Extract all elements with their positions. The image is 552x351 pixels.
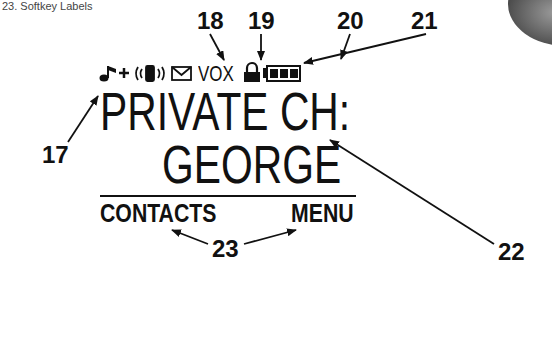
device-knob: [508, 0, 552, 46]
softkey-separator: [100, 195, 356, 197]
vox-indicator: VOX: [198, 63, 234, 85]
ringer-icon: [100, 66, 130, 82]
callout-number: 17: [42, 143, 69, 167]
caption-fragment: 23. Softkey Labels: [2, 1, 93, 12]
leader-arrows: [68, 34, 494, 244]
softkey-label: MENU: [291, 201, 354, 226]
message-icon: [172, 67, 191, 80]
callout-number: 21: [411, 9, 438, 33]
callout-number: 20: [337, 9, 364, 33]
callout-number: 19: [248, 9, 275, 33]
display-text: GEORGE: [162, 138, 341, 191]
softkey-label: CONTACTS: [100, 201, 216, 226]
callout-number: 18: [197, 9, 224, 33]
callout-number: 23: [212, 237, 239, 261]
lock-icon: [244, 63, 260, 82]
display-text: PRIVATE CH:: [100, 85, 350, 138]
callout-number: 22: [498, 240, 525, 264]
battery-icon: [263, 66, 300, 81]
vibrate-icon: [136, 66, 164, 81]
